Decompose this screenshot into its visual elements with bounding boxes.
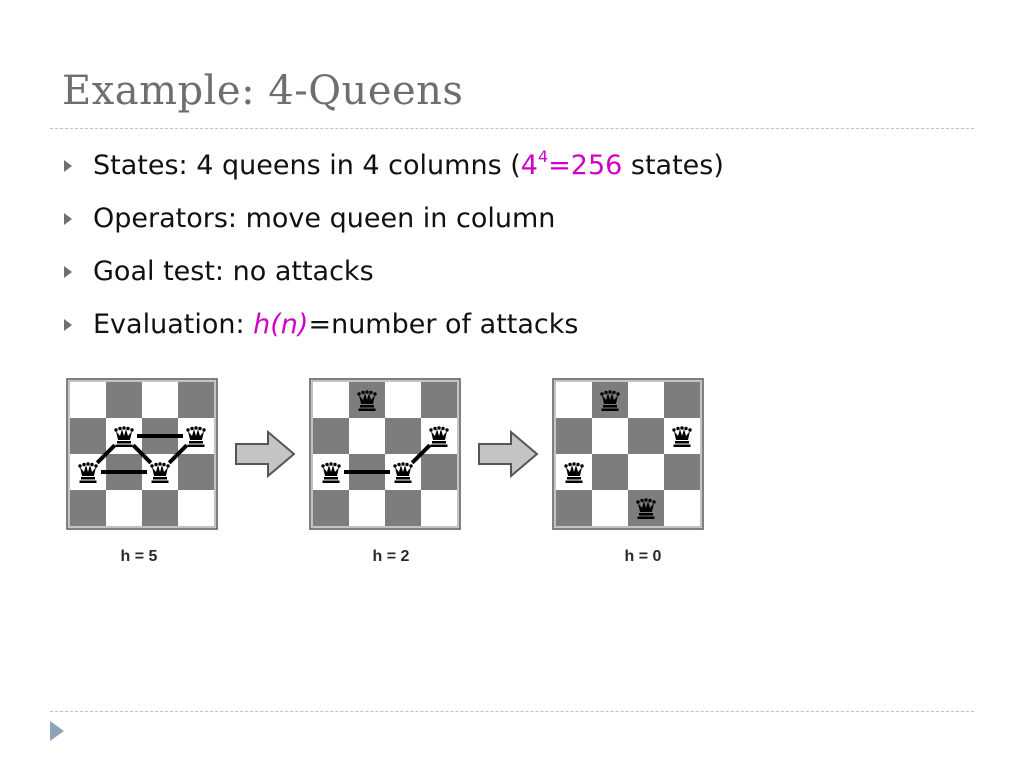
- board-square: [592, 454, 628, 490]
- board-square: [664, 490, 700, 526]
- board-square: [421, 382, 457, 418]
- title-divider: [50, 128, 974, 129]
- board-square: [70, 382, 106, 418]
- bullet-arrow-icon: [64, 160, 72, 172]
- board-square: [556, 490, 592, 526]
- board-square: [349, 490, 385, 526]
- board-square: [106, 382, 142, 418]
- board-square: [142, 490, 178, 526]
- caption-board-3: h = 0: [624, 548, 662, 565]
- footer-divider: [50, 711, 974, 712]
- queen-icon: [186, 426, 206, 447]
- board-square: [556, 418, 592, 454]
- bullet-arrow-icon: [64, 266, 72, 278]
- bullet-goal-test: Goal test: no attacks: [62, 252, 724, 305]
- queen-icon: [636, 498, 656, 519]
- board-square: [178, 382, 214, 418]
- board-square: [385, 418, 421, 454]
- board-square: [70, 418, 106, 454]
- play-triangle-icon[interactable]: [50, 721, 64, 741]
- attack-line: [410, 443, 432, 465]
- board-square: [313, 490, 349, 526]
- board-square: [556, 382, 592, 418]
- bullet-states: States: 4 queens in 4 columns (44=256 st…: [62, 146, 724, 199]
- board-square: [313, 418, 349, 454]
- boards-diagram: [66, 378, 704, 530]
- bullet-evaluation: Evaluation: h(n)=number of attacks: [62, 305, 724, 358]
- queen-icon: [600, 390, 620, 411]
- attack-line: [131, 443, 153, 465]
- right-arrow-icon: [478, 429, 539, 479]
- board-square: [106, 490, 142, 526]
- board-square: [421, 490, 457, 526]
- queen-icon: [672, 426, 692, 447]
- board-square: [421, 454, 457, 490]
- queen-icon: [150, 462, 170, 483]
- board-square: [664, 382, 700, 418]
- board-square: [592, 490, 628, 526]
- caption-board-1: h = 5: [120, 548, 158, 565]
- chess-board-1: [66, 378, 218, 530]
- attack-line: [95, 443, 117, 465]
- board-square: [313, 382, 349, 418]
- board-square: [592, 418, 628, 454]
- heuristic-highlight: h(n): [253, 309, 309, 340]
- board-square: [142, 382, 178, 418]
- board-square: [628, 454, 664, 490]
- state-count-highlight: 44=256: [520, 147, 623, 182]
- board-square: [70, 490, 106, 526]
- queens-figure: h = 5 h = 2 h = 0: [60, 372, 720, 565]
- slide-title: Example: 4-Queens: [62, 68, 464, 114]
- queen-icon: [357, 390, 377, 411]
- queen-icon: [78, 462, 98, 483]
- bullet-arrow-icon: [64, 213, 72, 225]
- queen-icon: [393, 462, 413, 483]
- board-square: [385, 490, 421, 526]
- chess-board-3: [552, 378, 704, 530]
- bullet-list: States: 4 queens in 4 columns (44=256 st…: [62, 146, 724, 358]
- queen-icon: [114, 426, 134, 447]
- board-square: [385, 382, 421, 418]
- attack-line: [167, 443, 189, 465]
- board-square: [178, 454, 214, 490]
- right-arrow-icon: [235, 429, 296, 479]
- board-square: [628, 382, 664, 418]
- queen-icon: [429, 426, 449, 447]
- chess-board-2: [309, 378, 461, 530]
- board-square: [664, 454, 700, 490]
- bullet-operators: Operators: move queen in column: [62, 199, 724, 252]
- caption-board-2: h = 2: [372, 548, 410, 565]
- queen-icon: [321, 462, 341, 483]
- queen-icon: [564, 462, 584, 483]
- bullet-arrow-icon: [64, 319, 72, 331]
- board-square: [349, 418, 385, 454]
- board-square: [178, 490, 214, 526]
- board-square: [628, 418, 664, 454]
